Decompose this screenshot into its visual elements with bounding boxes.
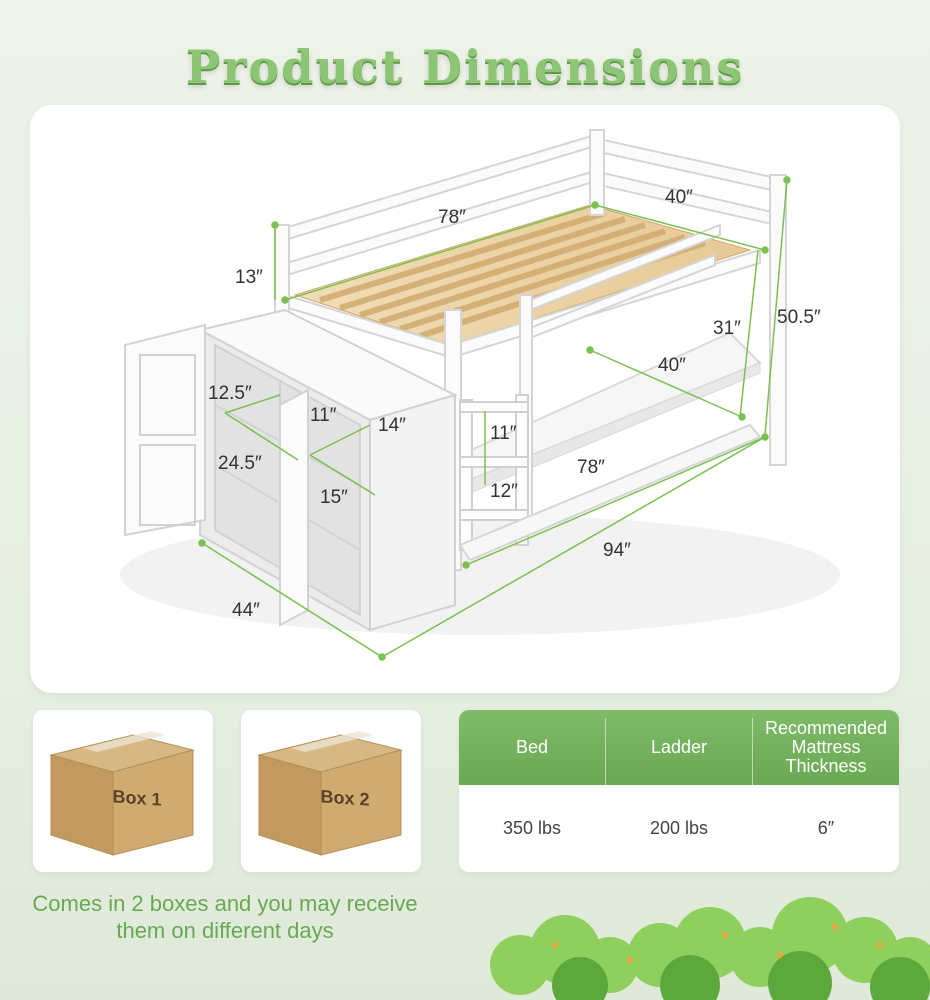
dimension-cabinet-width: 44″ — [232, 600, 260, 621]
dimension-top-length: 78″ — [438, 207, 466, 228]
dimension-total-height: 50.5″ — [777, 307, 821, 328]
dimension-diagram-panel: 78″ 40″ 13″ 50.5″ 31″ 40″ 78″ 94″ 44″ 12… — [30, 105, 900, 693]
capacity-table: Bed Ladder Recommended Mattress Thicknes… — [459, 710, 899, 872]
box-1-illustration — [49, 731, 195, 856]
table-header-bed: Bed — [515, 737, 549, 757]
dimension-guard-height: 13″ — [235, 267, 263, 288]
dimension-ladder-step-top: 11″ — [490, 423, 517, 444]
dimension-shelf-height-mid: 15″ — [320, 487, 348, 508]
table-value-ladder: 200 lbs — [649, 818, 709, 838]
dimension-bottom-length: 78″ — [577, 457, 605, 478]
bed-illustration — [120, 129, 840, 661]
table-value-mattress: 6″ — [817, 818, 835, 838]
box-1-card: Box 1 — [33, 710, 213, 872]
dimension-bottom-width: 40″ — [658, 355, 686, 376]
shipping-note: Comes in 2 boxes and you may receive the… — [32, 891, 418, 943]
table-divider — [605, 718, 606, 864]
table-header-row — [459, 710, 899, 785]
dimension-lower-height: 31″ — [713, 318, 741, 339]
dimension-shelf-width: 12.5″ — [208, 383, 252, 404]
page-title: Product Dimensions — [185, 40, 745, 94]
dimension-ladder-step-bottom: 12″ — [490, 481, 518, 502]
table-divider — [752, 718, 753, 864]
table-header-ladder: Ladder — [650, 737, 708, 757]
box-2-card: Box 2 — [241, 710, 421, 872]
dimension-total-length: 94″ — [603, 540, 631, 561]
box-2-illustration — [257, 731, 403, 856]
dimension-shelf-height-top: 11″ — [310, 405, 337, 426]
table-header-mattress: Recommended Mattress Thickness — [764, 718, 888, 776]
dimension-top-width: 40″ — [665, 187, 693, 208]
table-value-bed: 350 lbs — [502, 818, 562, 838]
dimension-shelf-width-right: 14″ — [378, 415, 406, 436]
bush-decoration — [490, 897, 930, 1000]
dimension-shelf-depth: 24.5″ — [218, 453, 262, 474]
